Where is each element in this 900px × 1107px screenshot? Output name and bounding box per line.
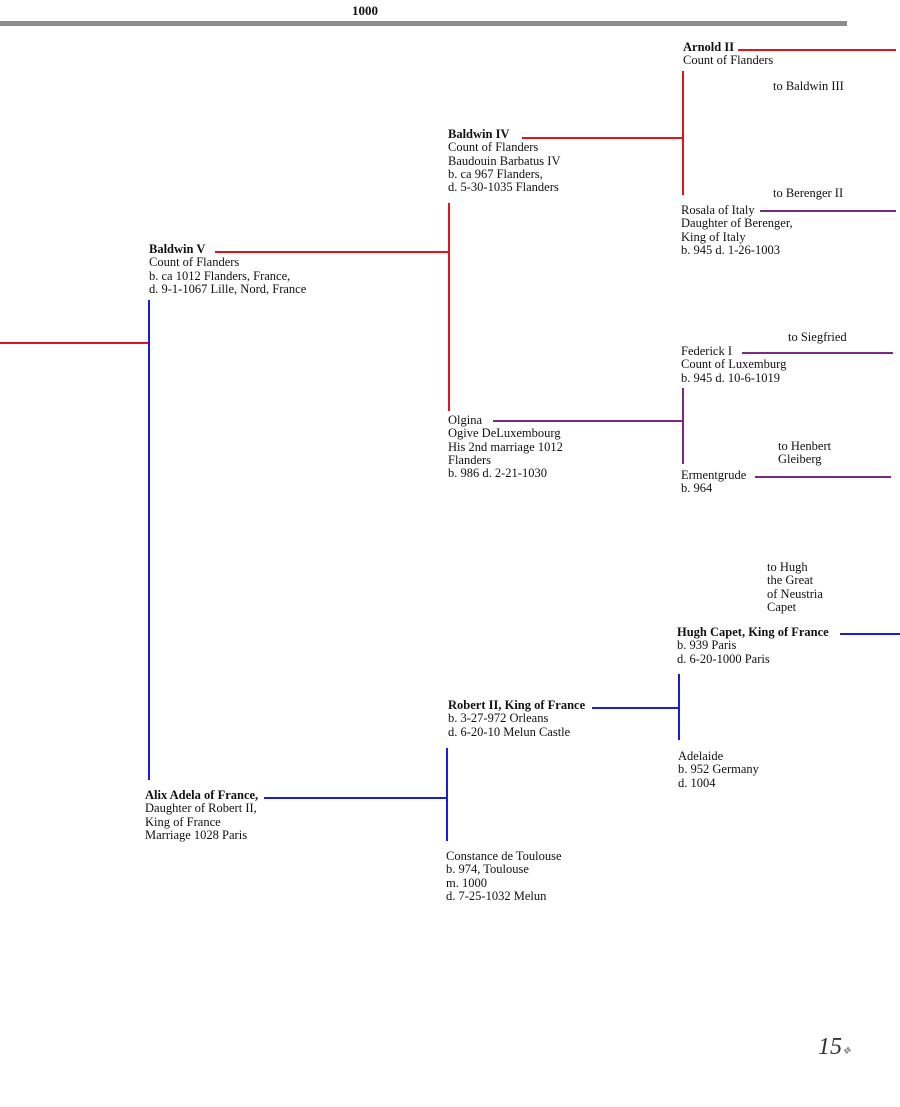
ref-line: the Great [767, 573, 814, 588]
person-detail: d. 7-25-1032 Melun [446, 888, 547, 903]
person-ermentgrude: Ermentgrude b. 964 [681, 468, 747, 496]
person-adelaide: Adelaide b. 952 Germany d. 1004 [678, 749, 759, 790]
person-arnold-ii: Arnold II Count of Flanders [683, 40, 774, 68]
person-detail: d. 1004 [678, 775, 716, 790]
ref-baldwin-iii: to Baldwin III [773, 79, 844, 93]
connector-line [738, 49, 896, 51]
person-name: Ermentgrude [681, 468, 747, 482]
person-detail: Daughter of Berenger, [681, 216, 793, 231]
person-name: Adelaide [678, 749, 724, 763]
person-detail: Count of Flanders [683, 53, 774, 68]
person-detail: b. ca 1012 Flanders, France, [149, 268, 291, 283]
ref-henbert: to Henbert Gleiberg [778, 439, 832, 467]
person-detail: Daughter of Robert II, [145, 801, 257, 816]
person-detail: Count of Flanders [149, 255, 240, 270]
ref-line: Gleiberg [778, 452, 822, 467]
page-number-text: 15 [818, 1034, 842, 1060]
person-name: Rosala of Italy [681, 203, 755, 217]
ref-line: Capet [767, 599, 797, 614]
person-detail: Flanders [448, 452, 492, 467]
person-detail: b. 952 Germany [678, 762, 759, 777]
person-detail: b. 974, Toulouse [446, 862, 529, 877]
connector-line [0, 342, 148, 344]
year-header: 1000 [352, 3, 378, 18]
person-detail: b. 964 [681, 481, 713, 496]
person-detail: d. 6-20-1000 Paris [677, 651, 770, 666]
person-detail: His 2nd marriage 1012 [448, 439, 563, 454]
ref-line: of Neustria [767, 586, 823, 601]
connector-line [682, 71, 684, 195]
person-detail: d. 6-20-10 Melun Castle [448, 724, 571, 739]
person-detail: b. 939 Paris [677, 638, 737, 653]
person-name: Alix Adela of France, [145, 788, 259, 802]
person-detail: Ogive DeLuxembourg [448, 426, 561, 441]
person-detail: d. 5-30-1035 Flanders [448, 180, 559, 195]
person-detail: Marriage 1028 Paris [145, 827, 248, 842]
connector-line [760, 210, 896, 212]
person-hugh-capet: Hugh Capet, King of France b. 939 Paris … [677, 625, 829, 666]
person-olgina: Olgina Ogive DeLuxembourg His 2nd marria… [448, 413, 563, 481]
ref-line: to Henbert [778, 439, 832, 453]
connector-line [264, 797, 446, 799]
person-detail: d. 9-1-1067 Lille, Nord, France [149, 281, 307, 296]
person-federick: Federick I Count of Luxemburg b. 945 d. … [681, 344, 787, 385]
person-detail: King of Italy [681, 229, 746, 244]
person-robert-ii: Robert II, King of France b. 3-27-972 Or… [448, 698, 586, 739]
ref-hugh-great: to Hugh the Great of Neustria Capet [767, 560, 823, 614]
connector-line [446, 748, 448, 841]
person-baldwin-iv: Baldwin IV Count of Flanders Baudouin Ba… [448, 127, 561, 195]
person-detail: Count of Flanders [448, 140, 539, 155]
person-name: Robert II, King of France [448, 698, 586, 712]
person-name: Baldwin IV [448, 127, 510, 141]
person-name: Arnold II [683, 40, 735, 54]
ornament-icon: ❖ [842, 1046, 851, 1057]
person-detail: b. 945 d. 1-26-1003 [681, 242, 780, 257]
person-name: Federick I [681, 344, 733, 358]
person-detail: b. ca 967 Flanders, [448, 166, 543, 181]
person-detail: b. 986 d. 2-21-1030 [448, 466, 547, 481]
person-detail: King of France [145, 814, 221, 829]
connector-line [755, 476, 891, 478]
ref-line: to Hugh [767, 560, 808, 574]
connector-line [522, 137, 682, 139]
person-name: Constance de Toulouse [446, 849, 562, 863]
person-name: Baldwin V [149, 242, 206, 256]
timeline-bar [0, 21, 847, 26]
person-rosala: Rosala of Italy Daughter of Berenger, Ki… [681, 203, 793, 257]
connector-line [148, 300, 150, 780]
person-name: Olgina [448, 413, 483, 427]
person-alix-adela: Alix Adela of France, Daughter of Robert… [145, 788, 259, 842]
connector-line [682, 388, 684, 464]
person-name: Hugh Capet, King of France [677, 625, 829, 639]
page-number: 15❖ [818, 1034, 851, 1061]
person-detail: Baudouin Barbatus IV [448, 153, 561, 168]
person-detail: m. 1000 [446, 875, 487, 890]
connector-line [215, 251, 449, 253]
connector-line [448, 203, 450, 411]
person-detail: b. 945 d. 10-6-1019 [681, 370, 780, 385]
person-detail: b. 3-27-972 Orleans [448, 711, 549, 726]
connector-line [742, 352, 893, 354]
ref-berenger-ii: to Berenger II [773, 186, 844, 200]
person-baldwin-v: Baldwin V Count of Flanders b. ca 1012 F… [149, 242, 307, 296]
connector-line [493, 420, 682, 422]
person-constance: Constance de Toulouse b. 974, Toulouse m… [446, 849, 562, 903]
ref-siegfried: to Siegfried [788, 330, 847, 344]
connector-line [592, 707, 678, 709]
connector-line [678, 674, 680, 740]
connector-line [840, 633, 900, 635]
person-detail: Count of Luxemburg [681, 357, 787, 372]
